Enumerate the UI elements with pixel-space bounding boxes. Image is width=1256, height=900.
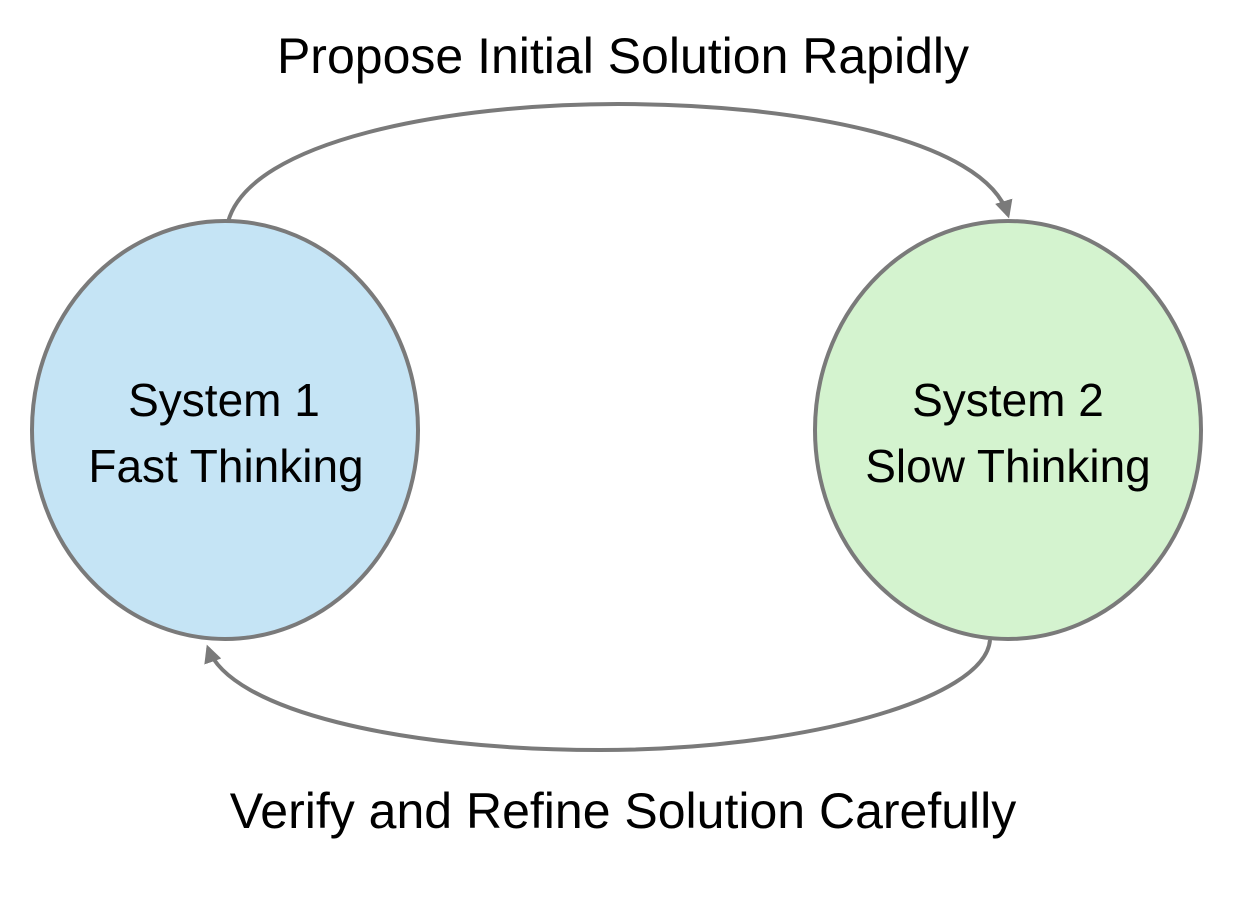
- system2-title: System 2: [912, 374, 1104, 426]
- system1-node: System 1 Fast Thinking: [30, 219, 420, 641]
- system1-subtitle: Fast Thinking: [88, 440, 363, 492]
- system2-node: System 2 Slow Thinking: [813, 219, 1203, 641]
- verify-arrow: [204, 639, 992, 753]
- system1-title: System 1: [128, 374, 320, 426]
- propose-arrow: [226, 101, 1013, 223]
- verify-label: Verify and Refine Solution Carefully: [230, 783, 1017, 839]
- system2-circle: [813, 219, 1203, 641]
- system2-subtitle: Slow Thinking: [865, 440, 1151, 492]
- system1-circle: [30, 219, 420, 641]
- propose-label: Propose Initial Solution Rapidly: [277, 28, 969, 84]
